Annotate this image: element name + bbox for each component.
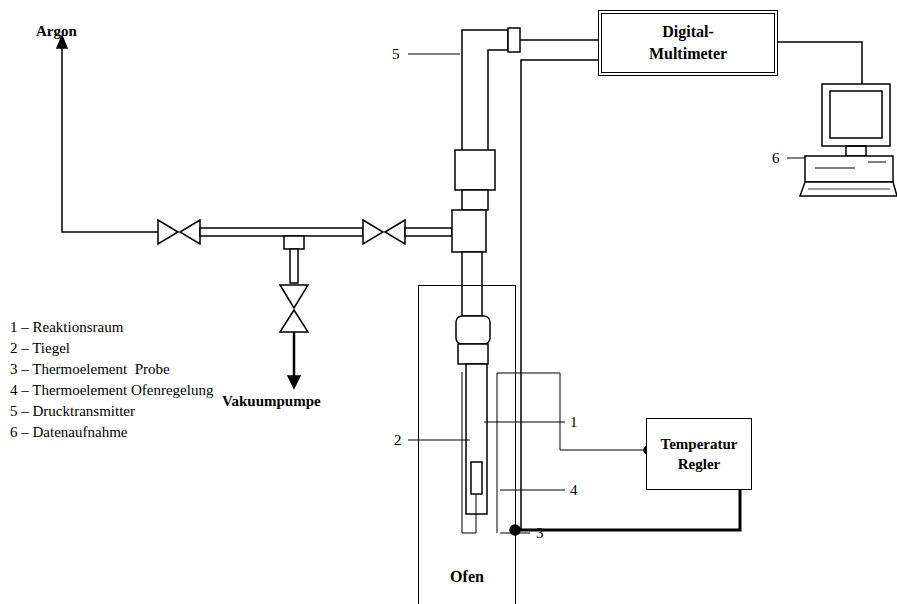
callout-number: 3 xyxy=(536,524,544,542)
callout-number: 6 xyxy=(772,149,780,167)
key-entry: 3 – Thermoelement Probe xyxy=(10,360,170,378)
furnace-box: Ofen xyxy=(418,285,516,604)
port-label: Argon xyxy=(36,22,77,40)
port-label: Vakuumpumpe xyxy=(222,392,321,410)
key-entry: 2 – Tiegel xyxy=(10,339,70,357)
callout-number: 4 xyxy=(570,481,578,499)
key-entry: 5 – Drucktransmitter xyxy=(10,402,135,420)
signal-wire xyxy=(516,60,598,530)
callout-number: 1 xyxy=(570,413,578,431)
signal-wire xyxy=(516,490,740,530)
key-entry: 6 – Datenaufnahme xyxy=(10,423,127,441)
device-box: Temperatur Regler xyxy=(646,418,752,490)
key-entry: 1 – Reaktionsraum xyxy=(10,318,123,336)
device-box: Digital- Multimeter xyxy=(598,10,778,76)
node-label: Temperatur Regler xyxy=(653,434,745,475)
callout-number: 2 xyxy=(394,431,402,449)
key-entry: 4 – Thermoelement Ofenregelung xyxy=(10,381,213,399)
node-label: Ofen xyxy=(450,566,484,588)
node-label: Digital- Multimeter xyxy=(633,21,743,64)
callout-number: 5 xyxy=(392,45,400,63)
